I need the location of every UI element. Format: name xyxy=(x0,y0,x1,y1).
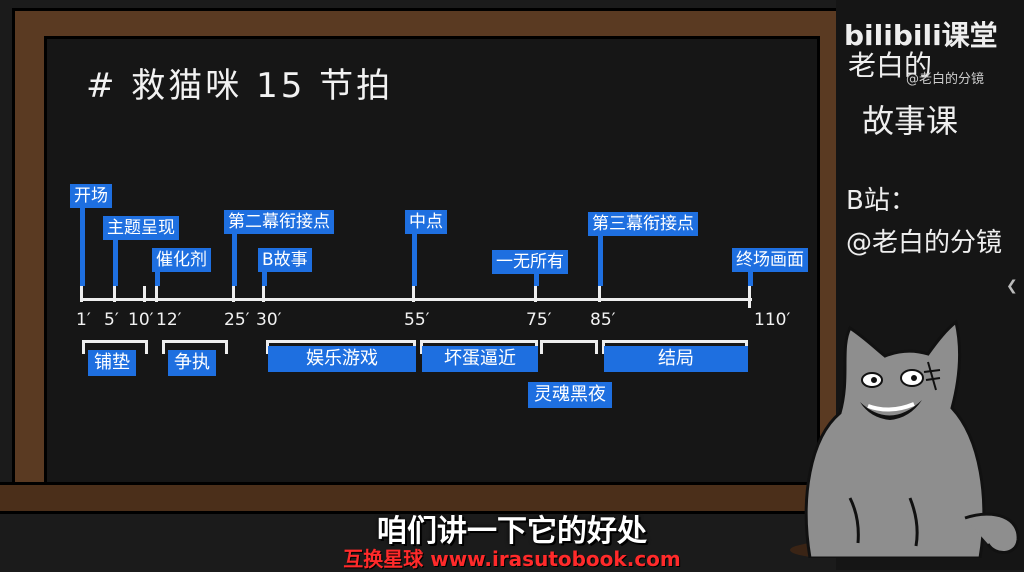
chalk-ledge xyxy=(0,482,860,514)
cat-mascot-illustration xyxy=(790,319,1020,558)
beat-marker-b-story xyxy=(262,262,267,286)
segment-fun-and-games: 娱乐游戏 xyxy=(268,346,416,372)
tick-label: 10′ xyxy=(128,310,154,330)
tick-label: 55′ xyxy=(404,310,430,330)
tick-mark xyxy=(598,286,601,302)
beat-label-final-image: 终场画面 xyxy=(732,248,808,272)
brand-handle: @老白的分镜 xyxy=(906,72,985,87)
beat-label-b-story: B故事 xyxy=(258,248,312,272)
brand-title-line2: 故事课 xyxy=(862,102,959,140)
beat-marker-break-into-two xyxy=(232,224,237,286)
segment-bad-guys-close-in: 坏蛋逼近 xyxy=(422,346,538,372)
tick-mark xyxy=(232,286,235,302)
tick-label: 25′ xyxy=(224,310,250,330)
tick-label: 30′ xyxy=(256,310,282,330)
side-note-platform: B站： xyxy=(846,186,916,216)
tick-label: 1′ xyxy=(76,310,91,330)
tick-mark xyxy=(534,286,537,302)
video-subtitle: 咱们讲一下它的好处 xyxy=(377,514,647,549)
beat-marker-opening xyxy=(80,200,85,286)
tick-label: 75′ xyxy=(526,310,552,330)
beat-label-opening: 开场 xyxy=(70,184,112,208)
beat-marker-theme xyxy=(113,228,118,286)
site-watermark: 互换星球 www.irasutobook.com xyxy=(343,547,681,571)
beat-label-catalyst: 催化剂 xyxy=(152,248,211,272)
segment-finale: 结局 xyxy=(604,346,748,372)
segment-setup: 铺垫 xyxy=(88,350,136,376)
beat-label-break-into-two: 第二幕衔接点 xyxy=(224,210,334,234)
segment-bracket xyxy=(540,340,598,354)
beat-marker-catalyst xyxy=(155,260,160,286)
beat-label-all-is-lost: 一无所有 xyxy=(492,250,568,274)
board-title: # 救猫咪 15 节拍 xyxy=(86,66,394,106)
tick-mark xyxy=(155,286,158,302)
tick-mark xyxy=(80,286,83,302)
segment-bracket xyxy=(162,340,228,354)
tick-mark xyxy=(412,286,415,302)
side-note-handle: @老白的分镜 xyxy=(846,228,1003,258)
segment-bracket xyxy=(82,340,148,354)
bilibili-logo: bilibili课堂 xyxy=(844,19,998,52)
tick-label: 110′ xyxy=(754,310,791,330)
brand-title-line1: 老白的 xyxy=(848,49,933,82)
beat-marker-midpoint xyxy=(412,224,417,286)
beat-marker-break-into-three xyxy=(598,226,603,286)
beat-marker-all-is-lost xyxy=(534,266,539,286)
tick-mark xyxy=(748,286,751,308)
chevron-left-icon[interactable]: ❮ xyxy=(1006,278,1018,294)
tick-label: 12′ xyxy=(156,310,182,330)
beat-label-midpoint: 中点 xyxy=(405,210,447,234)
tick-mark xyxy=(143,286,146,302)
tick-label: 85′ xyxy=(590,310,616,330)
tick-mark xyxy=(262,286,265,302)
segment-debate: 争执 xyxy=(168,350,216,376)
beat-marker-final-image xyxy=(748,262,753,286)
beat-label-break-into-three: 第三幕衔接点 xyxy=(588,212,698,236)
timeline-axis xyxy=(80,298,752,301)
segment-dark-night-of-soul: 灵魂黑夜 xyxy=(528,382,612,408)
beat-label-theme: 主题呈现 xyxy=(103,216,179,240)
tick-label: 5′ xyxy=(104,310,119,330)
tick-mark xyxy=(113,286,116,302)
